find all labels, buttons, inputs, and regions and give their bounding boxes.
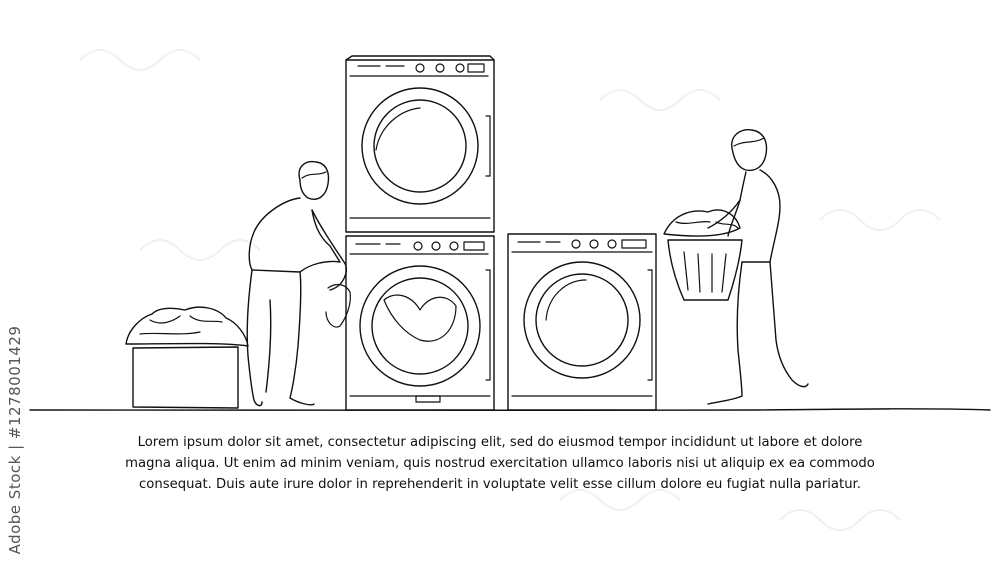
- washer-right: [507, 233, 657, 411]
- caption-line-3: consequat. Duis aute irure dolor in repr…: [139, 477, 861, 492]
- watermark-pattern: [79, 49, 941, 531]
- caption-text-block: Lorem ipsum dolor sit amet, consectetur …: [100, 432, 900, 495]
- washer-bottom: [345, 235, 495, 411]
- stock-id-text: Adobe Stock | #1278001429: [6, 325, 24, 555]
- stock-id-label: Adobe Stock | #1278001429: [2, 326, 28, 555]
- laundry-bin: [125, 306, 249, 409]
- washer-top: [345, 55, 495, 233]
- caption-line-1: Lorem ipsum dolor sit amet, consectetur …: [137, 435, 863, 450]
- person-right: [663, 129, 809, 405]
- caption-line-2: magna aliqua. Ut enim ad minim veniam, q…: [125, 456, 875, 471]
- person-left: [246, 160, 351, 407]
